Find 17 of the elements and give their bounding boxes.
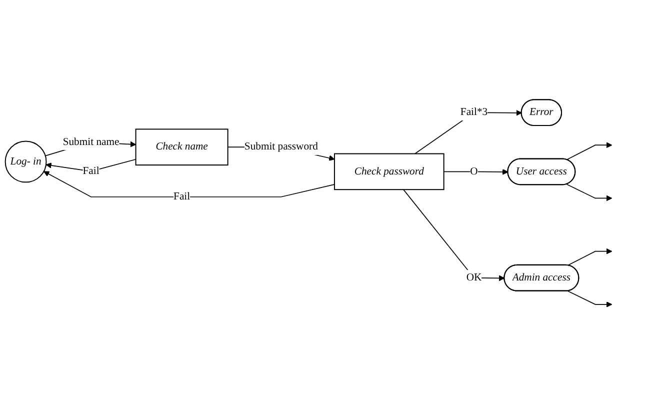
node-circle: Log- in (4, 140, 47, 183)
arrow (567, 290, 612, 308)
edge-label: O (470, 166, 478, 177)
edge-label: Submit name (62, 136, 120, 148)
arrow (44, 171, 335, 198)
edge-label: Submit password (244, 141, 318, 152)
edge-label: Fail (174, 190, 190, 202)
arrow (567, 248, 612, 266)
edge-label: OK (466, 272, 482, 284)
edge-label: Fail (82, 165, 100, 177)
node-box: Check name (135, 128, 228, 166)
arrow (403, 189, 505, 282)
arrow (443, 169, 508, 175)
arrow (566, 142, 612, 160)
arrow (566, 184, 612, 202)
node-box: Check password (334, 153, 444, 190)
edge-label: Fail*3 (460, 106, 488, 118)
